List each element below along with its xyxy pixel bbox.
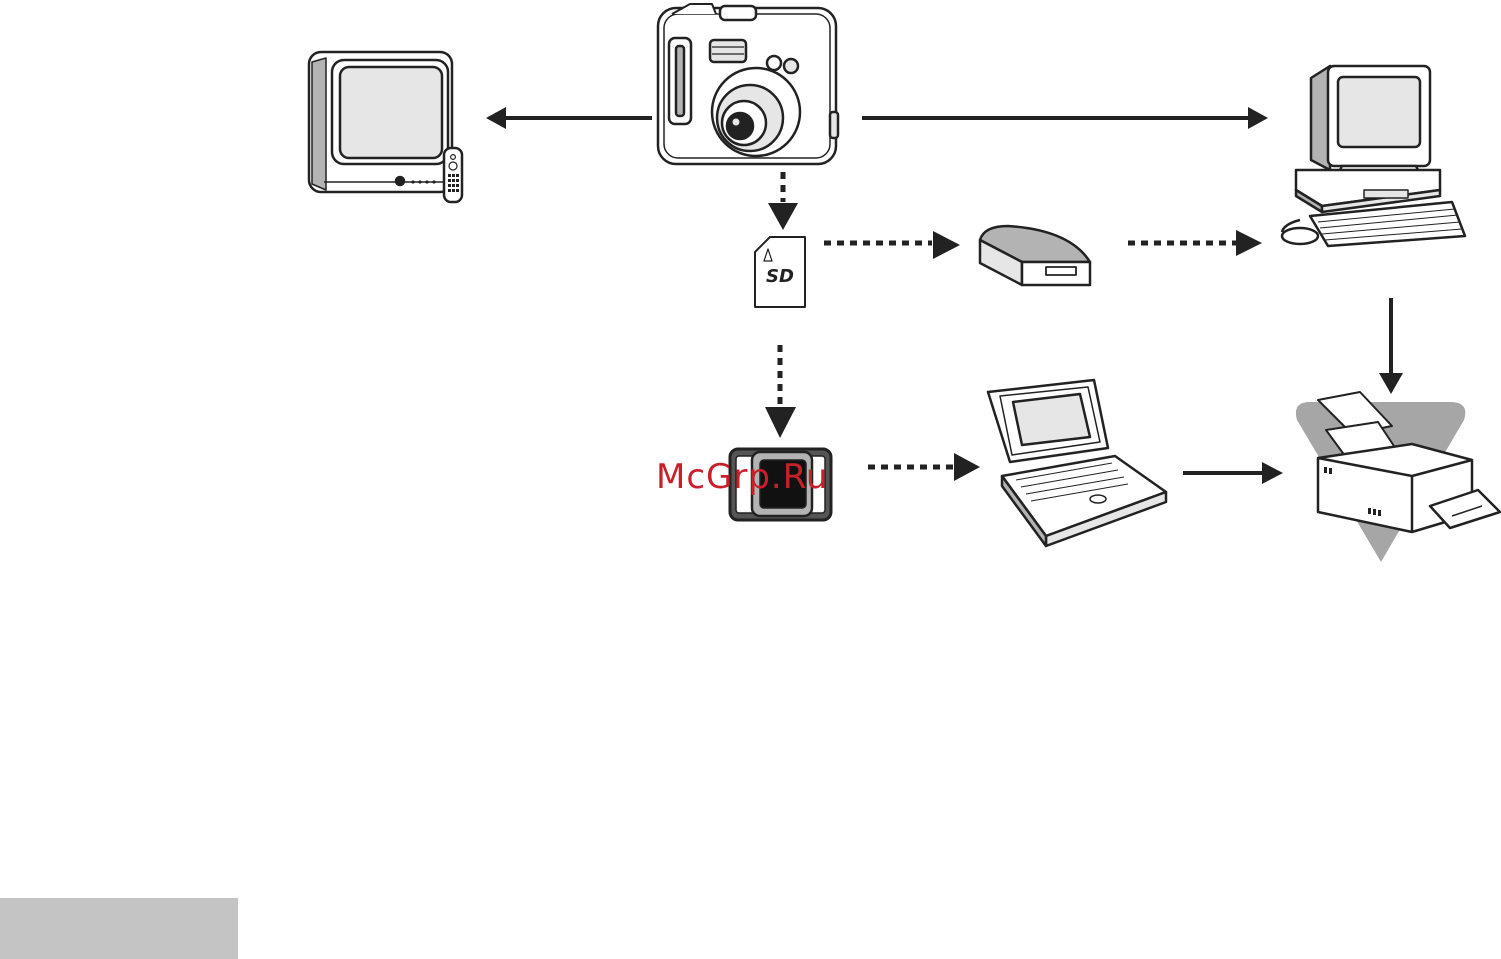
desktop-computer-icon xyxy=(1282,66,1465,246)
arrow-pc-card-adapter-to-laptop xyxy=(868,453,980,481)
arrow-card-reader-to-desktop xyxy=(1128,230,1262,256)
arrow-sd-card-to-card-reader xyxy=(824,231,960,259)
arrow-laptop-to-printer xyxy=(1183,462,1283,484)
arrow-desktop-to-printer xyxy=(1379,298,1403,394)
arrow-camera-to-tv xyxy=(486,107,652,129)
sd-card-icon: SD xyxy=(755,237,805,307)
laptop-icon xyxy=(988,380,1166,546)
digital-camera-icon xyxy=(658,4,838,164)
sd-logo: SD xyxy=(766,266,794,287)
printer-icon xyxy=(1296,392,1500,562)
television-icon xyxy=(309,52,462,202)
watermark-text: McGrp.Ru xyxy=(656,460,828,494)
card-reader-icon xyxy=(980,226,1090,285)
arrow-camera-to-desktop xyxy=(862,107,1268,129)
arrow-camera-to-sd-card xyxy=(768,172,798,230)
arrow-sd-card-to-pc-card-adapter xyxy=(765,345,796,438)
connections xyxy=(486,107,1403,484)
page-corner-block xyxy=(0,898,238,959)
remote-control-icon xyxy=(444,148,462,202)
